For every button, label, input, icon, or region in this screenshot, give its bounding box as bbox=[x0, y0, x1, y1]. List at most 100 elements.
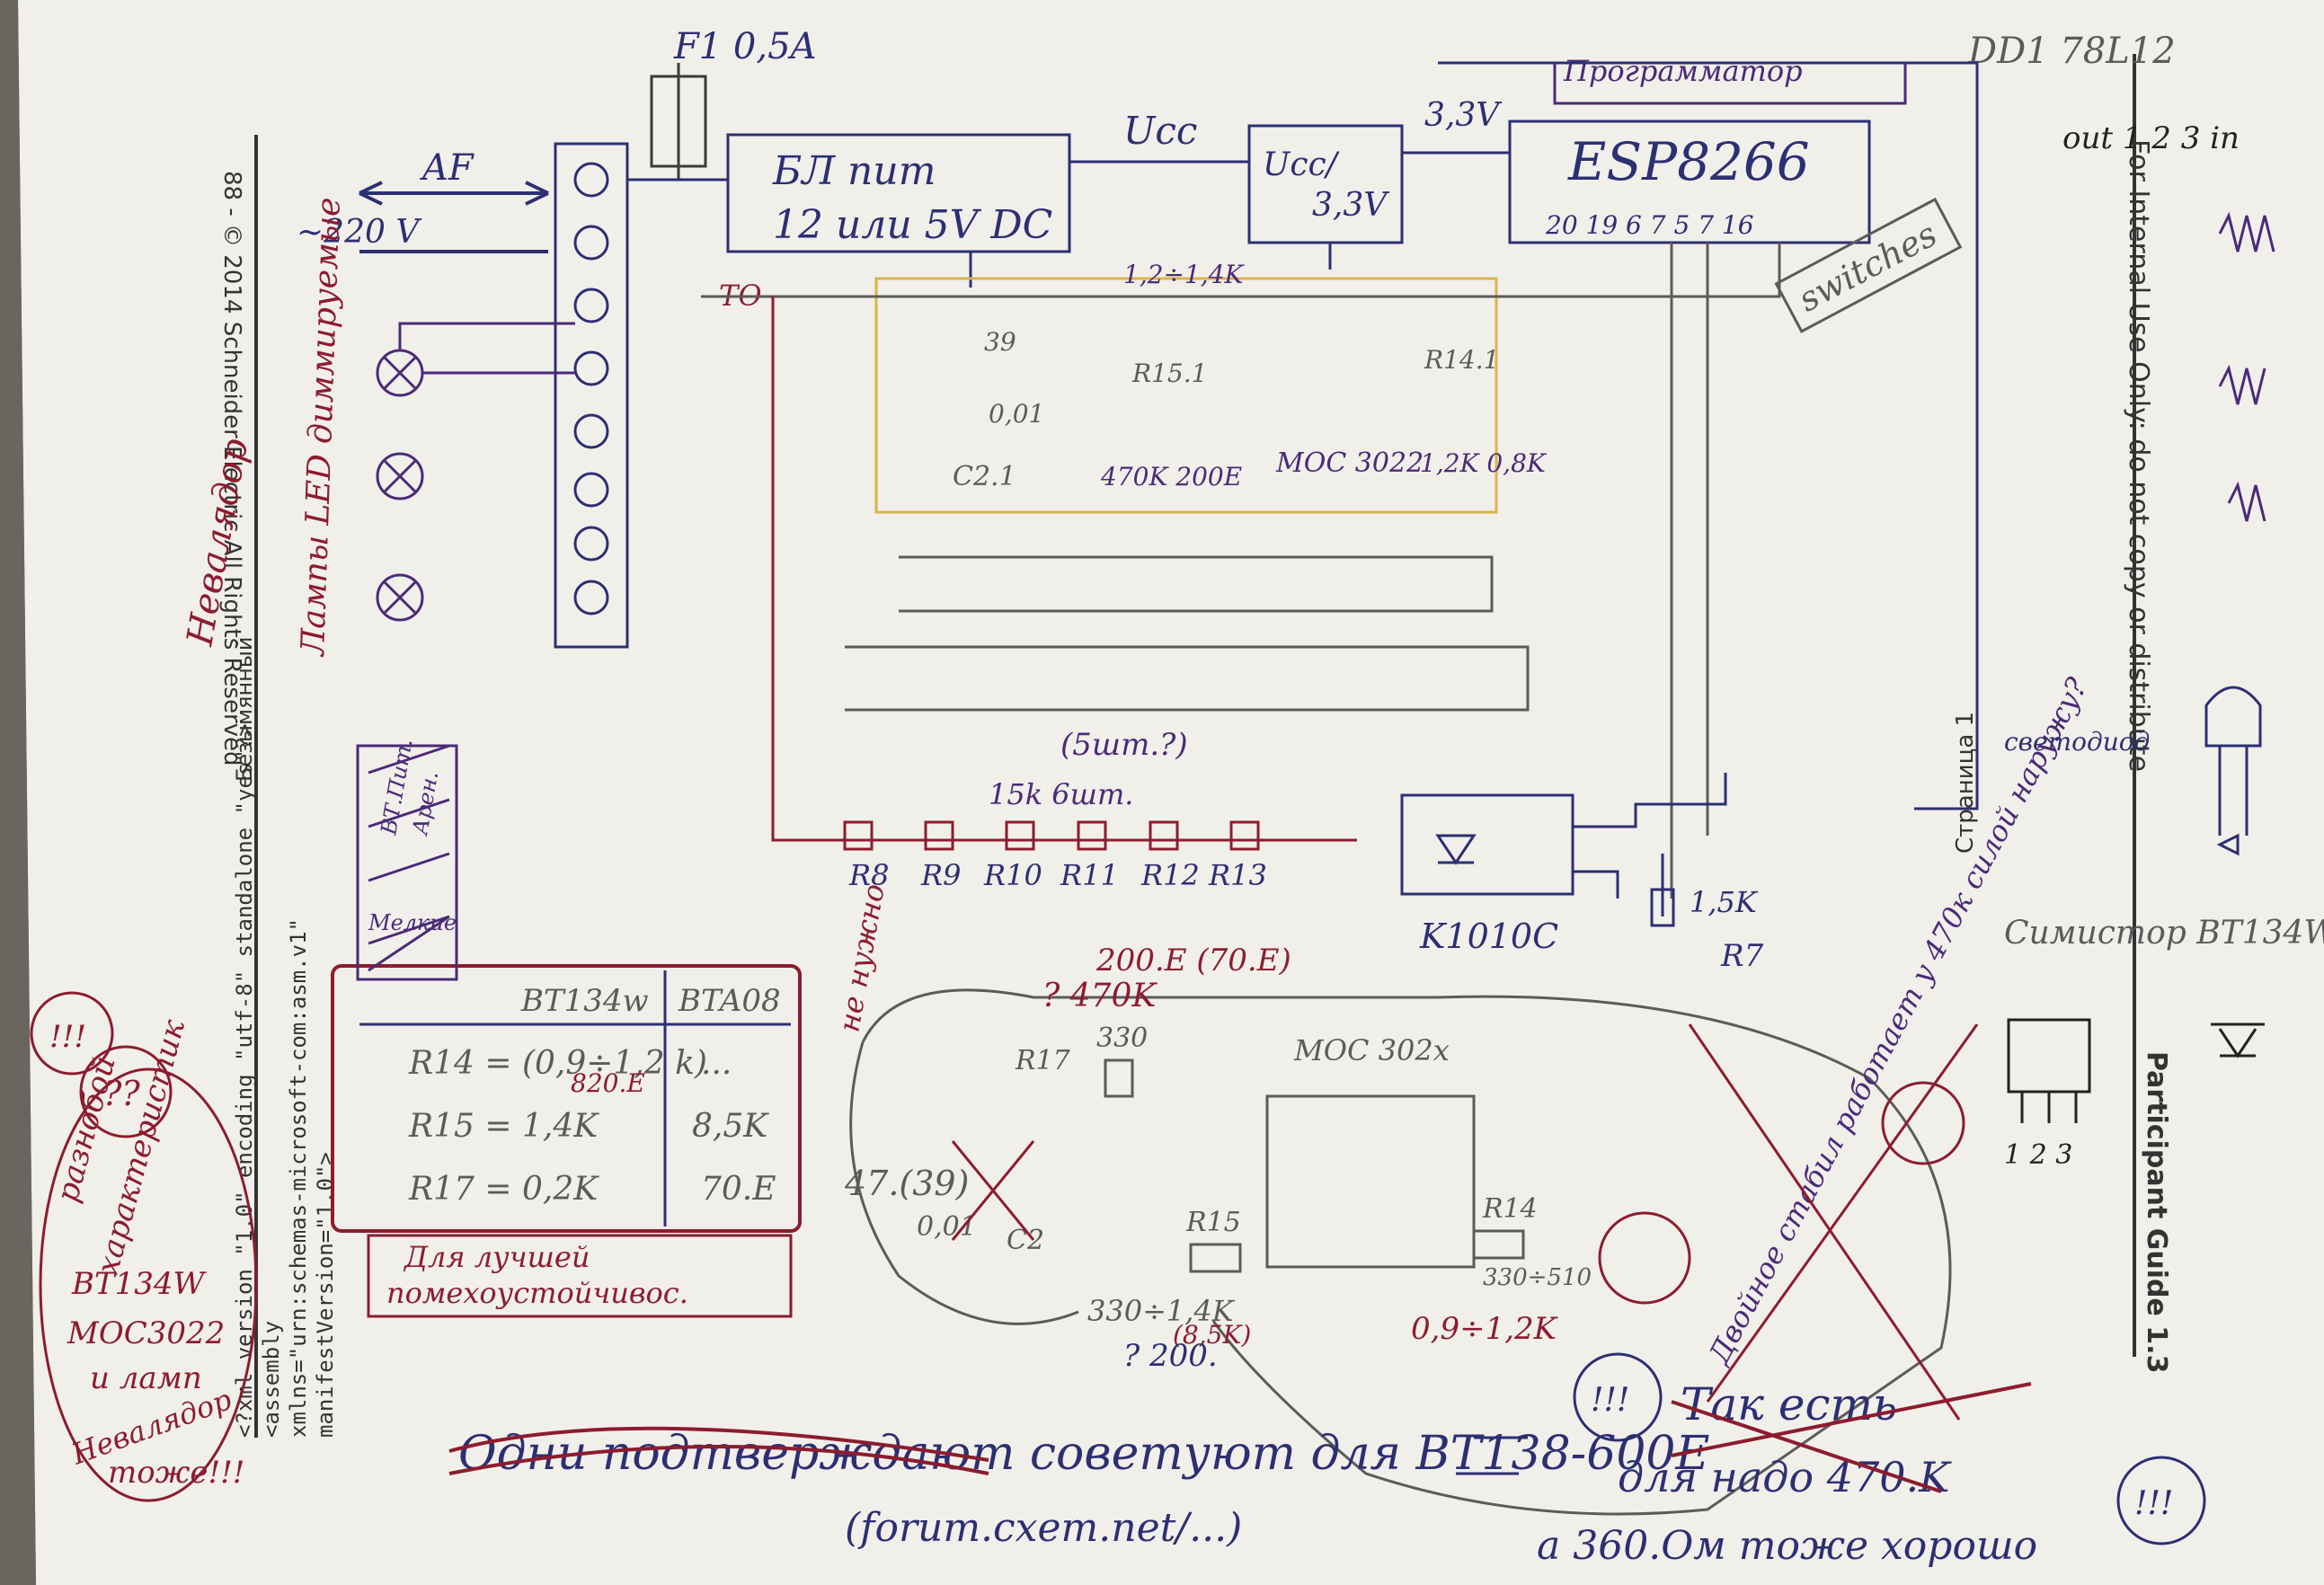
val-85k: (8,5K) bbox=[1173, 1320, 1251, 1350]
power-wiring bbox=[627, 61, 1979, 810]
led-symbol bbox=[2204, 686, 2262, 856]
r141-label: R14.1 bbox=[1424, 345, 1499, 375]
left-warning-note bbox=[30, 991, 258, 1502]
table-row-r14-bta08: ... bbox=[701, 1045, 732, 1082]
internal-use-vertical-text: For Internal Use Only: do not copy or di… bbox=[2123, 139, 2154, 772]
cross-out-capacitor bbox=[951, 1140, 1035, 1241]
xml-line-3: xmlns="urn:schemas-microsoft-com:asm.v1" bbox=[286, 918, 311, 1438]
val-470k: ? 470K bbox=[1042, 978, 1158, 1014]
table-caption-box: Для лучшей помехоустойчивос. bbox=[367, 1234, 793, 1318]
table-header-bta08: BTA08 bbox=[678, 983, 781, 1019]
xml-line-2: <assembly bbox=[259, 1321, 284, 1438]
tak-note-circle bbox=[1456, 1352, 2206, 1545]
tak-strikethrough bbox=[1671, 1382, 2032, 1493]
programmer-box: Программатор bbox=[1553, 54, 1907, 105]
regulator-label-bottom: 3,3V bbox=[1312, 187, 1390, 224]
val-330-14k: 330÷1,4K bbox=[1087, 1294, 1236, 1328]
paper-shadow bbox=[0, 0, 36, 1585]
count-note: (5шт.?) bbox=[1060, 727, 1188, 763]
table-row-r15-label: R15 = 1,4K bbox=[408, 1108, 599, 1145]
psu-label-line2: 12 или 5V DC bbox=[773, 202, 1052, 248]
values-table: BT134w BTA08 R14 = (0,9÷1,2 k) ... R15 =… bbox=[331, 964, 802, 1233]
r14-label: R14 bbox=[1482, 1193, 1538, 1225]
tak-line-3: а 360.Ом тоже хорошо bbox=[1537, 1523, 2037, 1569]
lamp-symbols bbox=[376, 322, 575, 622]
psu-label-line1: БЛ пит bbox=[772, 148, 936, 194]
tak-ex-2: !!! bbox=[2134, 1485, 2173, 1522]
triac-package-symbol bbox=[2007, 1018, 2265, 1123]
mains-arrows bbox=[359, 181, 549, 253]
symistor-label: Симистор BT134W bbox=[2004, 915, 2324, 952]
val-09-12k: 0,9÷1,2K bbox=[1411, 1311, 1559, 1347]
tak-line-1: Так есть bbox=[1681, 1378, 1897, 1430]
regulator-box: Ucc/ 3,3V bbox=[1247, 124, 1404, 244]
svetodiod-label: светодиод bbox=[2004, 727, 2150, 757]
regulator-label-top: Ucc/ bbox=[1263, 146, 1341, 183]
fuse-symbol bbox=[650, 63, 707, 180]
table-caption-line1: Для лучшей bbox=[403, 1240, 590, 1274]
bottom-note-line2: (forum.cxem.net/...) bbox=[845, 1505, 1242, 1551]
val-330: 330 bbox=[1096, 1023, 1148, 1054]
table-row-r15-bta08: 8,5K bbox=[692, 1108, 769, 1145]
table-row-r17-label: R17 = 0,2K bbox=[408, 1171, 599, 1208]
xml-line-1: <?xml version "1.0" encoding "utf-8" sta… bbox=[232, 723, 257, 1438]
resistor-label-r8: R8 bbox=[848, 858, 889, 892]
bottom-note-line1: Одни подтверждают советуют для BT138-600… bbox=[458, 1427, 1709, 1481]
r17-label: R17 bbox=[1015, 1045, 1071, 1076]
footer-vertical-text: 88 - © 2014 Schneider Electric All Right… bbox=[218, 171, 245, 766]
left-note-ex: !!! bbox=[49, 1019, 86, 1055]
bottom-strikethrough bbox=[448, 1426, 989, 1475]
crossed-label-3: Мелкие bbox=[368, 910, 457, 935]
crossed-old-table bbox=[356, 744, 458, 981]
page-number-vertical-text: Страница 1 bbox=[1952, 712, 1979, 854]
resistor-string bbox=[771, 297, 1357, 851]
note-820e: 820.E bbox=[571, 1068, 645, 1098]
dimmer-channel-box: C2.1 R15.1 R14.1 MOC 3022 1,2÷1,4K 470K … bbox=[874, 260, 1548, 514]
k1010c-label: K1010C bbox=[1419, 916, 1558, 956]
c21-label: C2.1 bbox=[953, 461, 1016, 492]
moc302x-label: MOC 302x bbox=[1293, 1033, 1450, 1067]
psu-box: БЛ пит 12 или 5V DC bbox=[726, 133, 1071, 253]
left-note-line-9: тоже!!! bbox=[108, 1455, 244, 1491]
dimmer-channel-wiring bbox=[701, 243, 1781, 899]
optocoupler-k1010c bbox=[1400, 773, 1727, 927]
left-note-qq: ?? bbox=[103, 1074, 140, 1113]
val-001: 0,01 bbox=[989, 399, 1044, 429]
val-200e-70e: 200.E (70.E) bbox=[1095, 943, 1291, 978]
ucc-label: Ucc bbox=[1123, 109, 1197, 153]
paper-sheet bbox=[18, 0, 2324, 1585]
val-12-14k: 1,2÷1,4K bbox=[1123, 260, 1246, 289]
programmer-label: Программатор bbox=[1563, 54, 1803, 88]
val-12k-08k: 1,2K 0,8K bbox=[1420, 448, 1548, 478]
fuse-label: F1 0,5A bbox=[673, 26, 816, 67]
resistor-label-r9: R9 bbox=[920, 858, 961, 892]
lower-circuit-outline bbox=[849, 988, 1952, 1516]
esp8266-box: ESP8266 20 19 6 7 5 7 16 bbox=[1508, 120, 1871, 244]
out-in-label: out 1 2 3 in bbox=[2062, 120, 2240, 156]
table-row-r14-label: R14 = (0,9÷1,2 k) bbox=[408, 1045, 707, 1082]
dd1-label: DD1 78L12 bbox=[1967, 31, 2176, 72]
xml-printout: <?xml version "1.0" encoding "utf-8" sta… bbox=[232, 723, 338, 1438]
left-note-line-5: BT134W bbox=[71, 1266, 208, 1302]
table-header-bt134w: BT134w bbox=[520, 983, 649, 1019]
resistor-string-value: 15k 6шт. bbox=[989, 777, 1133, 811]
resistor-label-r12: R12 bbox=[1140, 858, 1200, 892]
af-label: AF bbox=[419, 147, 475, 189]
pin-order-label: 1 2 3 bbox=[2004, 1139, 2072, 1171]
val-39: 39 bbox=[984, 327, 1016, 357]
moc3022-label: MOC 3022 bbox=[1275, 447, 1424, 479]
val-330-510: 330÷510 bbox=[1483, 1264, 1592, 1291]
v33-label: 3,3V bbox=[1424, 97, 1503, 134]
tak-ex-1: !!! bbox=[1591, 1382, 1629, 1419]
val-47-39: 47.(39) bbox=[844, 1164, 969, 1203]
participant-guide-vertical-text: Participant Guide 1.3 bbox=[2141, 1051, 2172, 1373]
r15-label: R15 bbox=[1185, 1207, 1241, 1238]
resistor-labels: R8 R9 R10 R11 R12 R13 bbox=[848, 858, 1267, 892]
left-note-line-6: MOC3022 bbox=[67, 1315, 225, 1351]
resistor-label-r10: R10 bbox=[983, 858, 1042, 892]
val-001b: 0,01 bbox=[917, 1211, 977, 1243]
terminal-block bbox=[554, 142, 629, 649]
left-note-line-7: и ламп bbox=[90, 1360, 202, 1396]
val-200: ? 200. bbox=[1123, 1338, 1218, 1374]
